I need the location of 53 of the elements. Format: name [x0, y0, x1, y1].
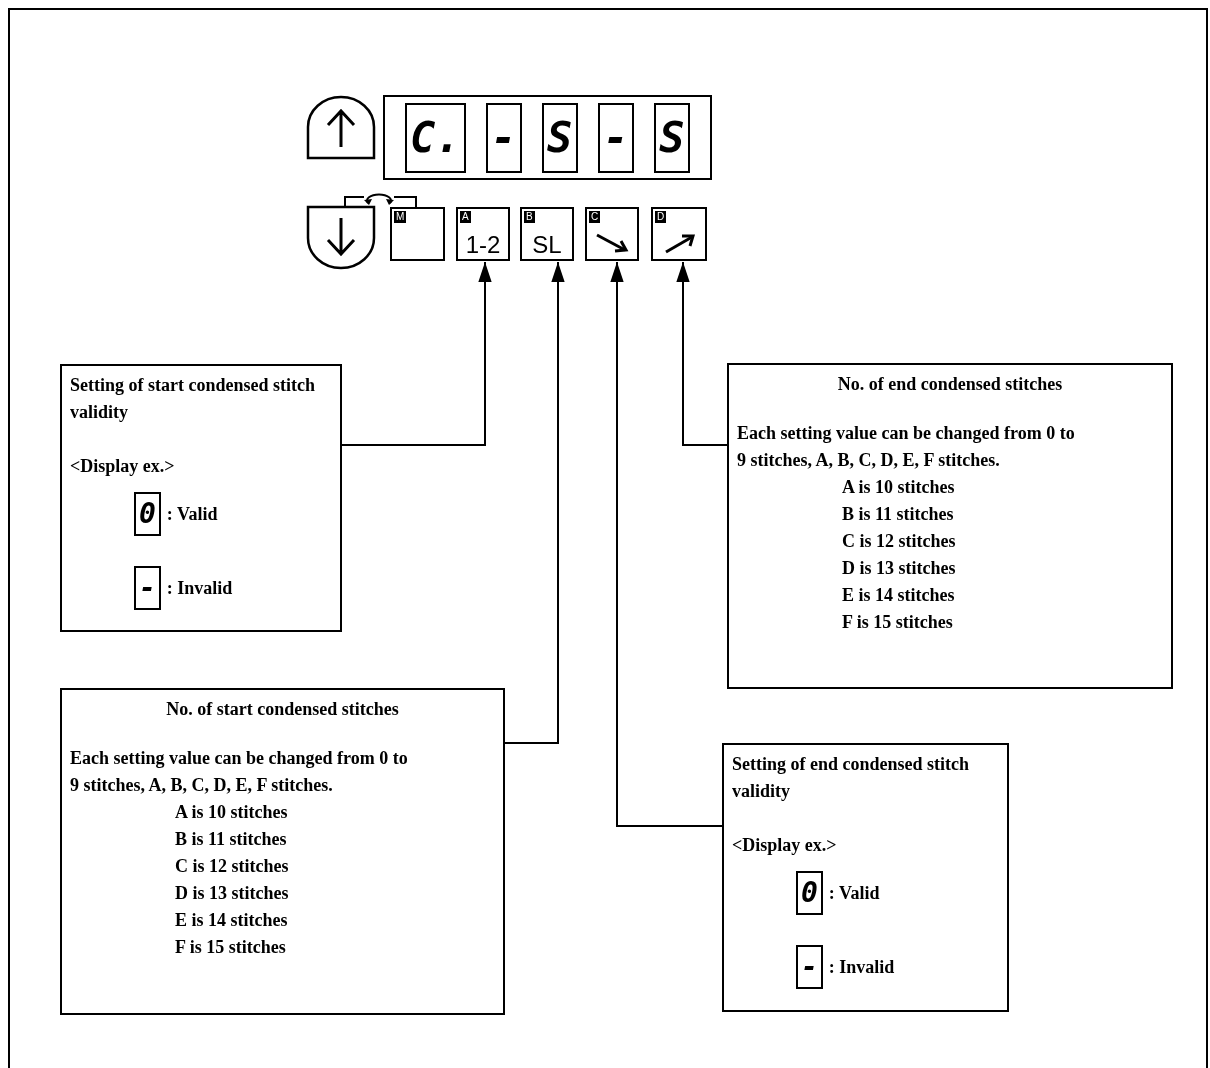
list-item: C is 12 stitches [841, 530, 957, 553]
key-letter: D [655, 211, 667, 223]
key-button [390, 207, 445, 261]
box-heading: Setting of end condensed stitch validity [732, 753, 970, 803]
box-text: <Display ex.> [732, 834, 838, 857]
arrow [610, 261, 723, 827]
description-box [60, 364, 342, 632]
arrow [504, 261, 565, 744]
key-button [456, 207, 510, 261]
list-item: B is 11 stitches [174, 828, 288, 851]
seven-segment-digit: - [134, 566, 161, 610]
key-button [520, 207, 574, 261]
list-item: E is 14 stitches [174, 909, 289, 932]
key-letter: M [394, 211, 407, 223]
key-letter: B [524, 211, 535, 223]
key-button [651, 207, 707, 261]
box-heading: No. of start condensed stitches [165, 698, 400, 721]
seven-segment-digit: 0 [134, 492, 161, 536]
list-item: B is 11 stitches [841, 503, 955, 526]
description-box [727, 363, 1173, 689]
arrow [341, 261, 492, 446]
digit-meaning: : Valid [166, 502, 218, 526]
seven-segment-digit: C. [405, 102, 466, 173]
description-box [722, 743, 1009, 1012]
digit-meaning: : Valid [828, 881, 880, 905]
box-text: Each setting value can be changed from 0 to 9 stitches, A, B, C, D, E, F stitches. [737, 422, 1076, 472]
seven-segment-digit: S [653, 102, 690, 173]
seven-segment-digit: - [796, 945, 823, 989]
description-box [60, 688, 505, 1015]
seven-segment-digit: S [541, 102, 578, 173]
list-item: C is 12 stitches [174, 855, 290, 878]
key-letter: A [460, 211, 471, 223]
box-heading: Setting of start condensed stitch validity [70, 374, 316, 424]
seven-segment-digit: 0 [796, 871, 823, 915]
list-item: E is 14 stitches [841, 584, 956, 607]
key-button [585, 207, 639, 261]
list-item: F is 15 stitches [841, 611, 954, 634]
seven-segment-digit: - [485, 102, 522, 173]
digit-meaning: : Invalid [828, 955, 895, 979]
box-heading: No. of end condensed stitches [836, 373, 1064, 396]
box-text: Each setting value can be changed from 0 to 9 stitches, A, B, C, D, E, F stitches. [70, 747, 409, 797]
list-item: A is 10 stitches [174, 801, 289, 824]
key-label: 1-2 [465, 232, 501, 258]
key-letter: C [589, 211, 601, 223]
arrow [676, 261, 728, 446]
seven-segment-digit: - [597, 102, 634, 173]
key-label: SL [532, 232, 562, 258]
box-text: <Display ex.> [70, 455, 176, 478]
list-item: F is 15 stitches [174, 936, 287, 959]
list-item: A is 10 stitches [841, 476, 956, 499]
digit-meaning: : Invalid [166, 576, 233, 600]
list-item: D is 13 stitches [841, 557, 957, 580]
list-item: D is 13 stitches [174, 882, 290, 905]
